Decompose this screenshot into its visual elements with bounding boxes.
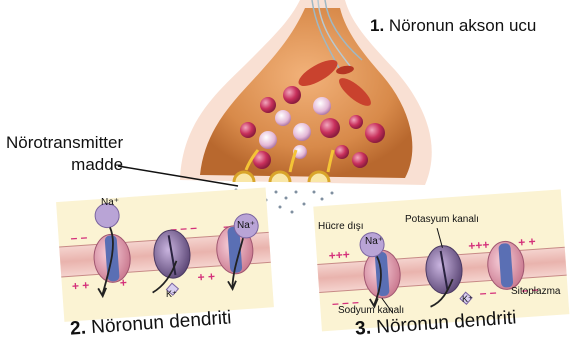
panel-dendrite-2: – –– – –– – + +++ + [56,187,274,321]
neurotransmitter-label-line2: madde [6,154,123,176]
extracellular-label: Hücre dışı [318,221,364,232]
svg-text:– –: – – [70,230,88,245]
axon-terminal-label: 1. Nöronun akson ucu [370,16,536,36]
dendrite-2-number: 2. [69,318,86,340]
ion-na-label-1: Na⁺ [101,197,119,208]
svg-text:+ +: + + [197,269,215,284]
svg-text:+ +: + + [71,278,89,293]
ion-na-label-2: Na⁺ [237,220,255,231]
axon-terminal-text: Nöronun akson ucu [389,16,536,35]
dendrite-3-number: 3. [354,318,371,340]
svg-text:+++: +++ [328,247,350,262]
potassium-channel-label: Potasyum kanalı [405,214,479,225]
neurotransmitter-label: Nörotransmitter madde [6,132,123,176]
svg-text:+ +: + + [518,234,536,249]
ion-k-label-1: K⁺ [166,289,177,299]
ion-na-label-3: Na⁺ [365,236,383,247]
cytoplasm-label: Sitoplazma [511,286,560,297]
svg-text:+++: +++ [468,238,490,253]
svg-text:– –: – – [479,285,497,300]
ion-k-label-2: K⁺ [462,294,473,304]
neurotransmitter-label-line1: Nörotransmitter [6,132,123,154]
sodium-channel-label: Sodyum kanalı [338,305,404,316]
axon-terminal-number: 1. [370,16,384,35]
